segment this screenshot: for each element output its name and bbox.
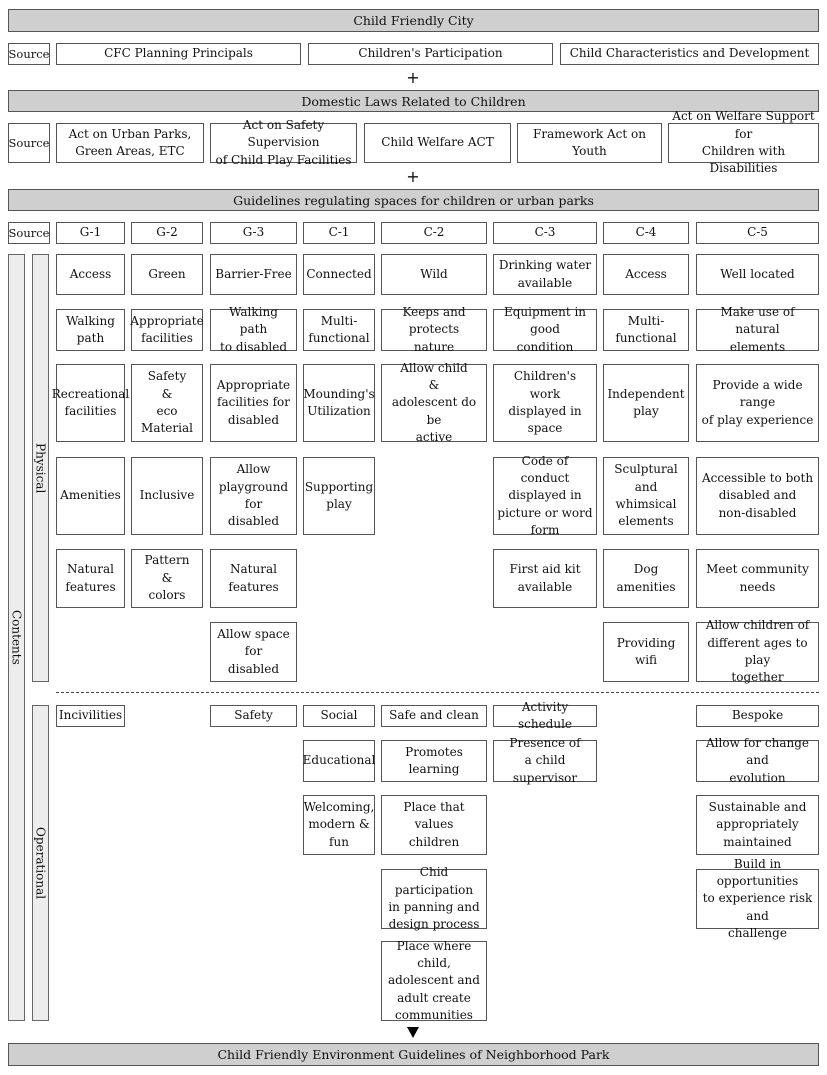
guidelines-bar: Guidelines regulating spaces for childre… [8, 189, 819, 211]
cfc-source-box: Children's Participation [308, 43, 553, 65]
physical-guideline-cell: Barrier-Free [210, 254, 297, 295]
operational-guideline-cell: Activity schedule [493, 700, 597, 731]
law-source-box: Child Welfare ACT [364, 123, 511, 163]
guideline-column-header: C-3 [493, 222, 597, 244]
physical-guideline-cell: Natural features [210, 549, 297, 608]
cfc-source-box: CFC Planning Principals [56, 43, 301, 65]
source-label: Source [8, 43, 50, 65]
physical-guideline-cell: Multi-functional [303, 309, 375, 351]
law-source-box: Act on Urban Parks,Green Areas, ETC [56, 123, 204, 163]
physical-guideline-cell: Multi-functional [603, 309, 689, 351]
source-label: Source [8, 123, 50, 163]
guideline-column-header: C-2 [381, 222, 487, 244]
physical-guideline-cell: Providing wifi [603, 622, 689, 682]
guideline-column-header: C-4 [603, 222, 689, 244]
guideline-column-header: G-1 [56, 222, 125, 244]
physical-guideline-cell: Safety&eco Material [131, 364, 203, 442]
operational-guideline-cell: Safety [210, 705, 297, 727]
physical-guideline-cell: Connected [303, 254, 375, 295]
final-guidelines-bar: Child Friendly Environment Guidelines of… [8, 1043, 819, 1066]
operational-guideline-cell: Social [303, 705, 375, 727]
physical-guideline-cell: Green [131, 254, 203, 295]
cfc-source-box: Child Characteristics and Development [560, 43, 819, 65]
guideline-column-header: G-2 [131, 222, 203, 244]
physical-guideline-cell: Pattern&colors [131, 549, 203, 608]
guideline-column-header: C-5 [696, 222, 819, 244]
operational-guideline-cell: Incivilities [56, 705, 125, 727]
physical-guideline-cell: Inclusive [131, 457, 203, 535]
physical-guideline-cell: Wild [381, 254, 487, 295]
guideline-column-header: G-3 [210, 222, 297, 244]
down-arrow-icon [407, 1027, 419, 1038]
plus-sign: + [406, 166, 420, 186]
physical-guideline-cell: Access [56, 254, 125, 295]
contents-side-label: Contents [8, 254, 25, 1021]
operational-guideline-cell: Welcoming,modern &fun [303, 795, 375, 855]
physical-guideline-cell: Amenities [56, 457, 125, 535]
operational-guideline-cell: Educational [303, 740, 375, 782]
physical-guideline-cell: Dog amenities [603, 549, 689, 608]
physical-guideline-cell: Access [603, 254, 689, 295]
physical-guideline-cell: Well located [696, 254, 819, 295]
plus-sign: + [406, 67, 420, 87]
physical-operational-divider [56, 692, 819, 693]
law-source-box: Framework Act on Youth [517, 123, 662, 163]
operational-side-label: Operational [32, 705, 49, 1021]
source-label: Source [8, 222, 50, 244]
domestic-laws-bar: Domestic Laws Related to Children [8, 90, 819, 112]
operational-guideline-cell: Safe and clean [381, 705, 487, 727]
physical-side-label: Physical [32, 254, 49, 682]
operational-guideline-cell: Bespoke [696, 705, 819, 727]
child-friendly-city-bar: Child Friendly City [8, 9, 819, 32]
operational-guideline-cell: Promotes learning [381, 740, 487, 782]
guideline-column-header: C-1 [303, 222, 375, 244]
